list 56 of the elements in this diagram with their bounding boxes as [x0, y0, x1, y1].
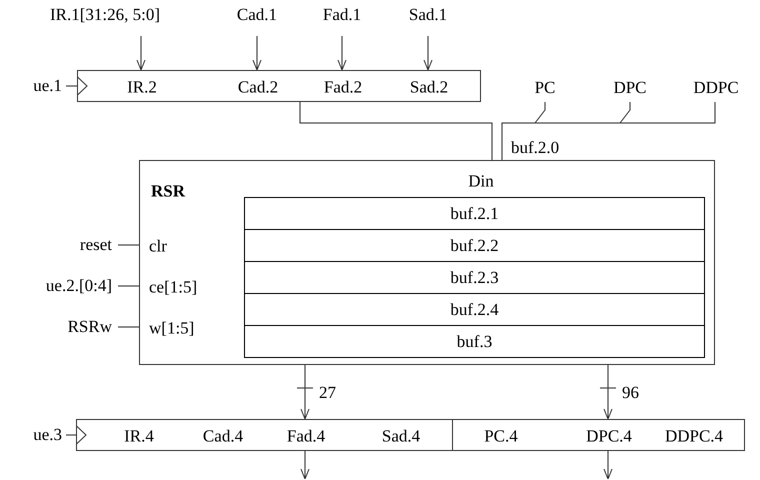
field-label: Fad.2 — [324, 78, 362, 96]
signal-label: ue.3 — [14, 424, 62, 446]
signal-label: IR.1[31:26, 5:0] — [22, 4, 188, 26]
port-label: w[1:5] — [149, 320, 194, 336]
register-box — [76, 419, 453, 451]
signal-label: Sad.1 — [386, 4, 470, 26]
arrow — [604, 450, 612, 480]
field-label: PC.4 — [484, 428, 518, 444]
buffer-row — [244, 261, 705, 294]
signal-label: DDPC — [686, 77, 746, 99]
buffer-row — [244, 293, 705, 326]
block-title: RSR — [151, 182, 186, 200]
arrow — [252, 36, 262, 70]
port-label: clr — [149, 238, 167, 254]
field-label: Fad.4 — [286, 428, 326, 444]
signal-label: DPC — [605, 77, 655, 99]
arrow — [600, 364, 616, 420]
signal-label: Cad.1 — [215, 4, 299, 26]
arrow — [296, 364, 314, 420]
arrow — [136, 36, 146, 70]
signal-label: reset — [36, 234, 112, 256]
arrow — [338, 36, 346, 70]
buffer-label: buf.2.1 — [450, 205, 499, 222]
buffer-label: buf.2.4 — [450, 301, 499, 318]
signal-label: ue.1 — [14, 75, 62, 97]
buffer-label: buf.3 — [456, 333, 492, 350]
field-label: DPC.4 — [586, 428, 632, 444]
buffer-label: buf.2.2 — [450, 237, 499, 254]
signal-label: ue.2.[0:4] — [6, 275, 112, 297]
field-label: Cad.4 — [202, 428, 244, 444]
register-box — [452, 419, 745, 451]
arrow — [300, 450, 310, 480]
clock-input-line — [66, 426, 86, 444]
bus-line — [502, 102, 716, 160]
field-label: IR.4 — [124, 428, 154, 444]
buffer-row — [244, 197, 705, 230]
signal-label: RSRw — [36, 316, 112, 338]
bus-line — [118, 326, 140, 328]
register-file-box — [139, 160, 715, 365]
bus-line — [118, 244, 140, 246]
port-label: Din — [468, 172, 494, 190]
signal-label: PC — [525, 77, 565, 99]
field-label: Cad.2 — [238, 78, 278, 96]
buffer-row — [244, 229, 705, 262]
buffer-label: buf.2.3 — [450, 269, 499, 286]
field-label: Sad.2 — [410, 78, 448, 96]
port-label: ce[1:5] — [149, 278, 198, 296]
buffer-row — [244, 325, 705, 358]
clock-input-line — [66, 76, 88, 96]
arrow — [424, 36, 432, 70]
field-label: IR.2 — [127, 78, 157, 96]
register-box — [77, 70, 481, 102]
bus-line — [300, 102, 492, 160]
signal-label: Fad.1 — [300, 4, 384, 26]
field-label: Sad.4 — [382, 428, 420, 444]
field-label: DDPC.4 — [664, 428, 724, 444]
